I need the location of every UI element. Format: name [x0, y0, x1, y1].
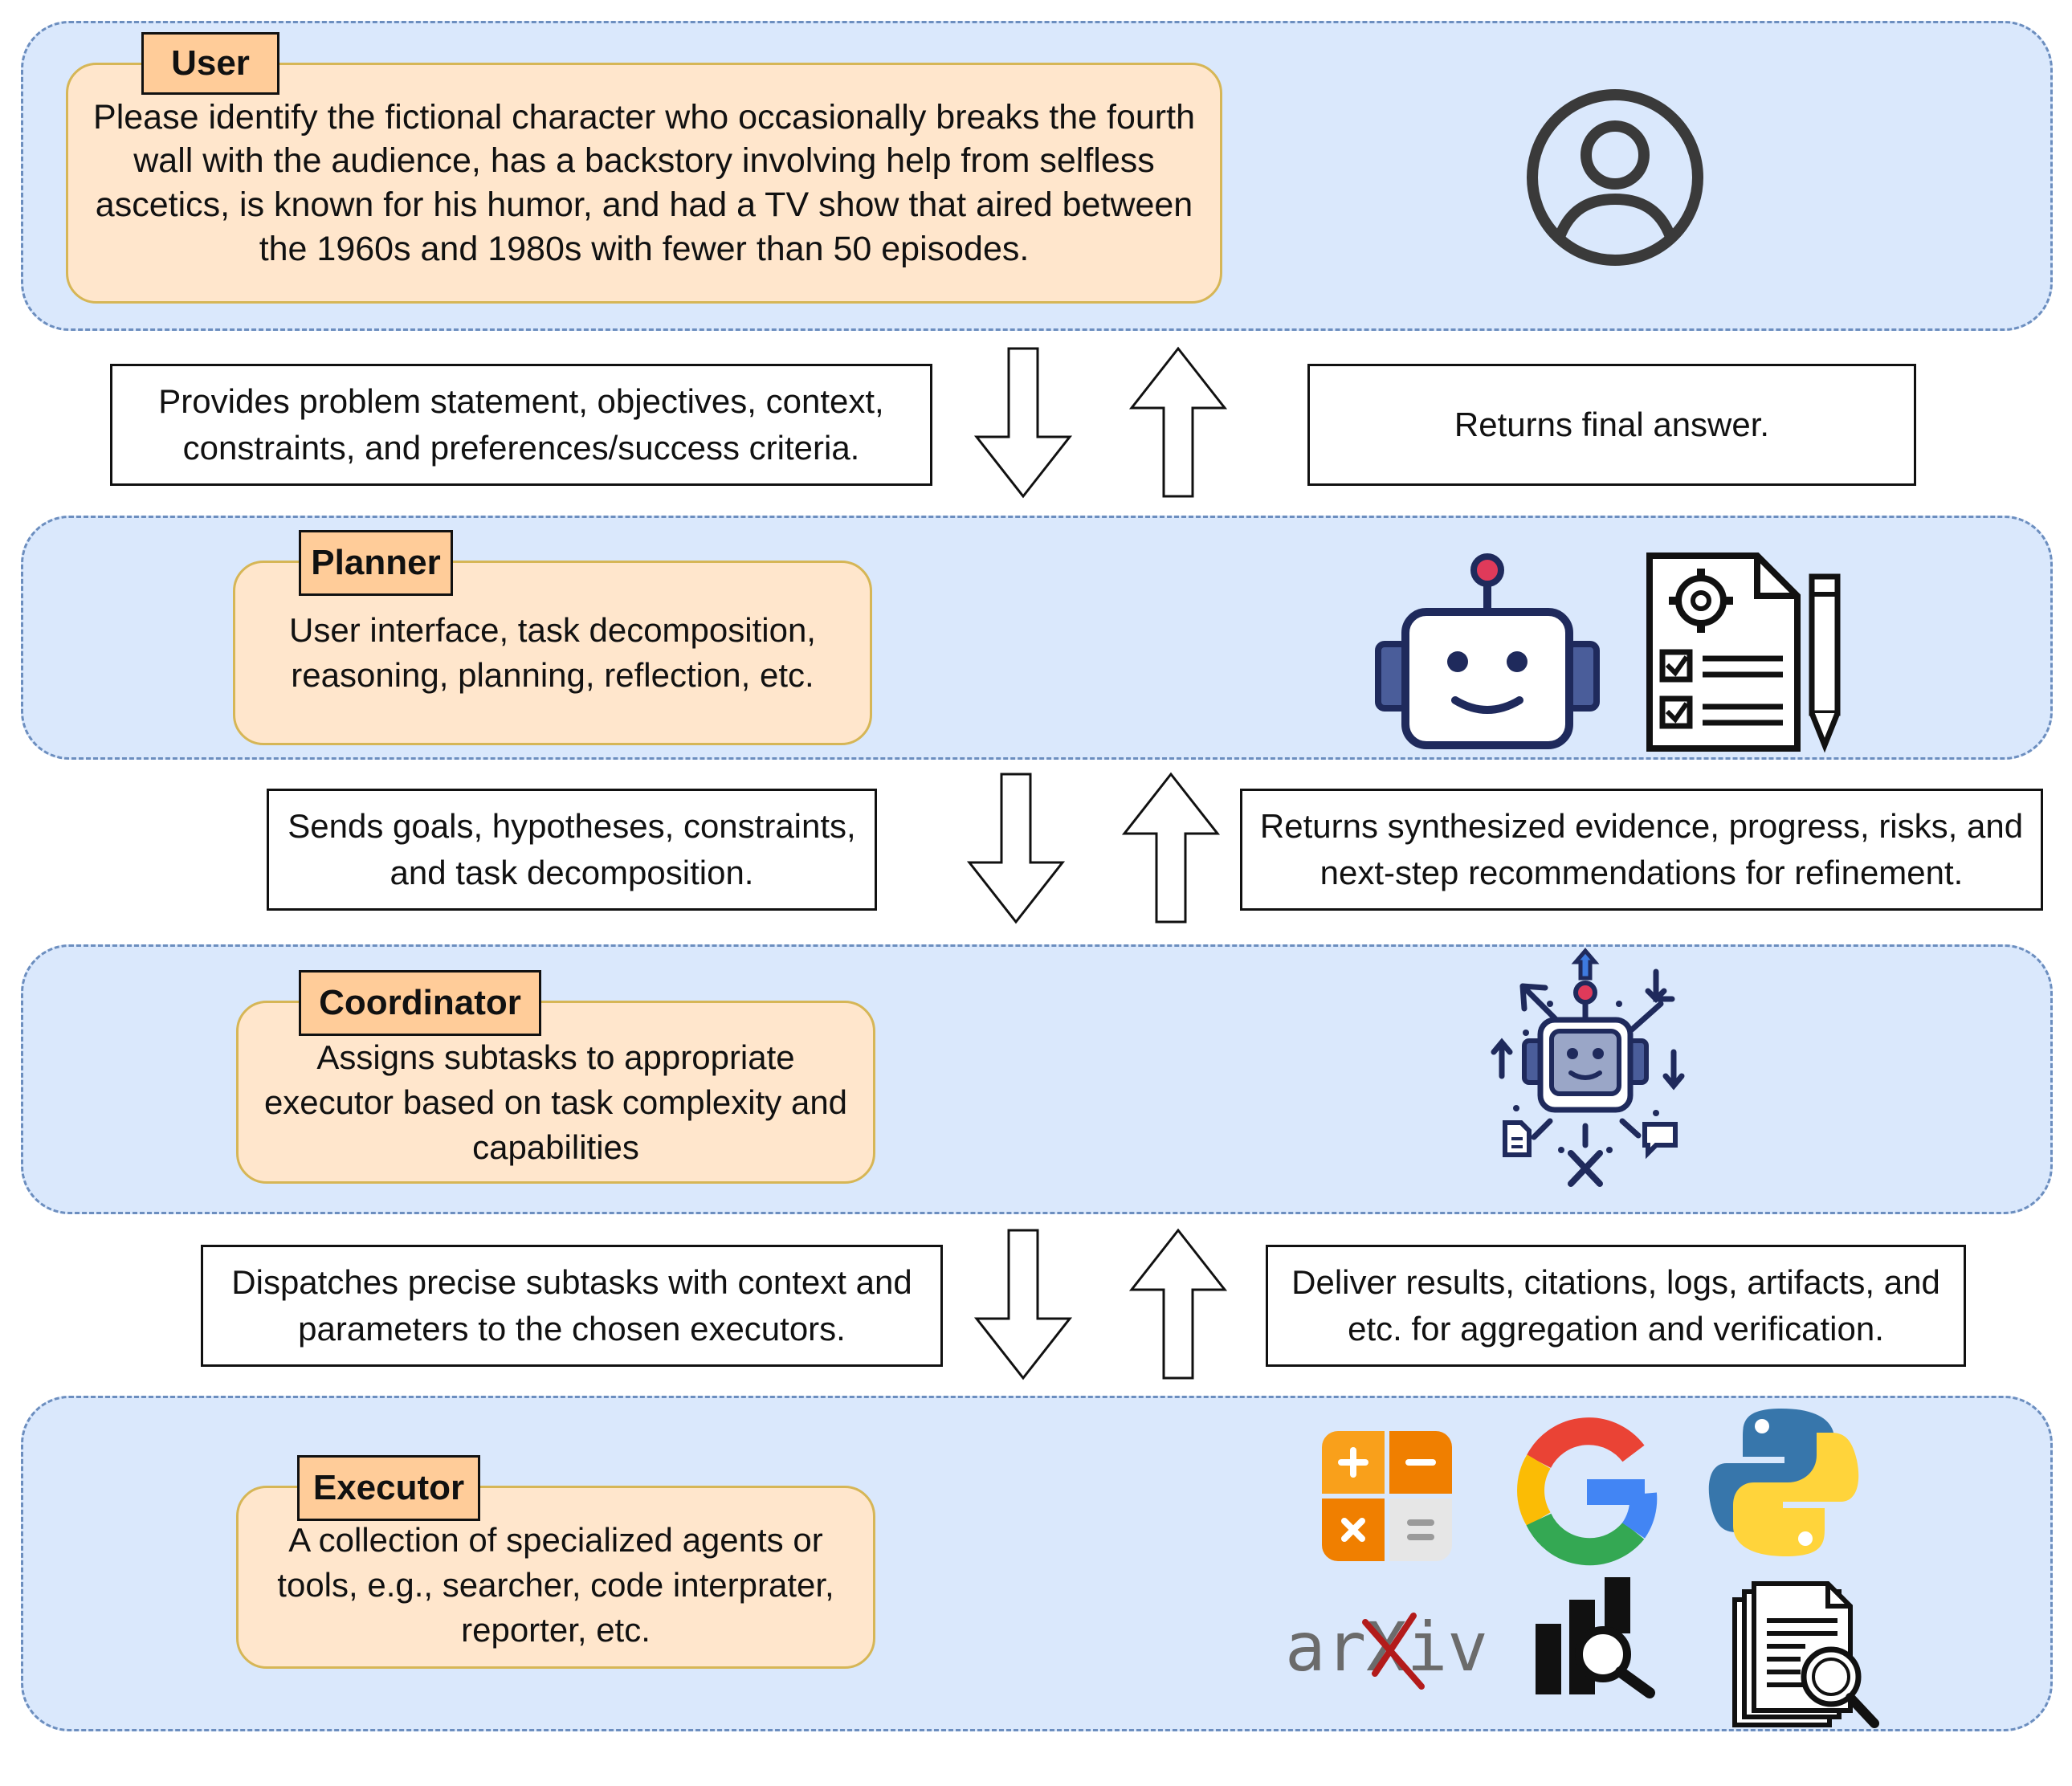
coordinator-to-executor-text: Dispatches precise subtasks with context… — [231, 1263, 912, 1348]
executor-title: Executor — [297, 1455, 480, 1521]
google-icon — [1517, 1417, 1658, 1566]
coordinator-robot-network-icon — [1491, 948, 1685, 1187]
coordinator-to-planner-note: Returns synthesized evidence, progress, … — [1240, 789, 2043, 911]
coordinator-to-executor-note: Dispatches precise subtasks with context… — [201, 1245, 943, 1367]
calculator-icon — [1322, 1431, 1452, 1561]
down-arrow-icon — [973, 1229, 1073, 1380]
coordinator-title: Coordinator — [299, 970, 541, 1036]
user-to-planner-note: Provides problem statement, objectives, … — [110, 364, 932, 486]
executor-to-coordinator-note: Deliver results, citations, logs, artifa… — [1266, 1245, 1966, 1367]
planner-title: Planner — [299, 530, 453, 596]
user-to-planner-text: Provides problem statement, objectives, … — [158, 382, 884, 467]
user-description: Please identify the fictional character … — [66, 63, 1222, 304]
user-title: User — [141, 32, 279, 95]
user-text: Please identify the fictional character … — [93, 97, 1195, 268]
coordinator-text: Assigns subtasks to appropriate executor… — [263, 1038, 848, 1167]
down-arrow-icon — [973, 347, 1073, 499]
analytics-search-icon — [1536, 1577, 1655, 1698]
arxiv-logo: arXiv — [1285, 1608, 1488, 1690]
user-avatar-icon — [1527, 89, 1703, 266]
executor-text: A collection of specialized agents or to… — [277, 1520, 834, 1649]
up-arrow-icon — [1121, 772, 1221, 924]
checklist-document-icon — [1646, 553, 1841, 753]
document-search-icon — [1732, 1581, 1879, 1728]
up-arrow-icon — [1128, 346, 1228, 498]
planner-text: User interface, task decomposition, reas… — [289, 610, 816, 694]
planner-to-user-text: Returns final answer. — [1454, 406, 1770, 444]
executor-to-coordinator-text: Deliver results, citations, logs, artifa… — [1291, 1263, 1940, 1348]
down-arrow-icon — [966, 773, 1066, 924]
up-arrow-icon — [1128, 1228, 1228, 1380]
planner-to-coordinator-text: Sends goals, hypotheses, constraints, an… — [288, 807, 856, 891]
coordinator-to-planner-text: Returns synthesized evidence, progress, … — [1259, 807, 2024, 891]
robot-icon — [1375, 553, 1600, 749]
python-icon — [1708, 1409, 1859, 1556]
planner-to-coordinator-note: Sends goals, hypotheses, constraints, an… — [267, 789, 877, 911]
planner-to-user-note: Returns final answer. — [1307, 364, 1916, 486]
